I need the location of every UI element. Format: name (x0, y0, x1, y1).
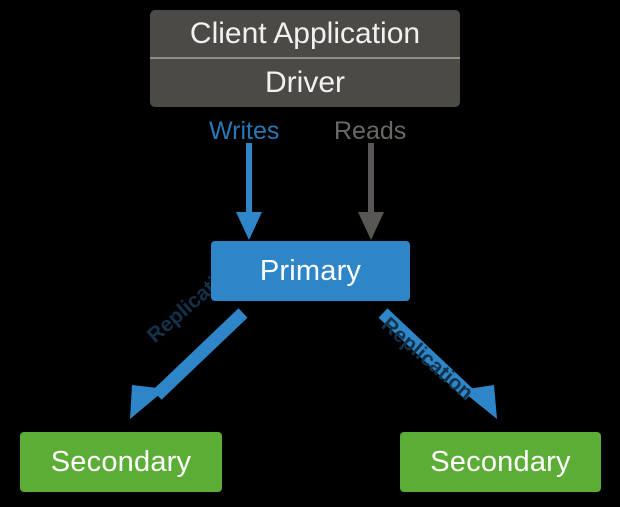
secondary-left-node[interactable]: Secondary (20, 432, 222, 492)
replication-right-label: Replication (376, 313, 478, 405)
driver-row[interactable]: Driver (265, 66, 345, 99)
client-application-row[interactable]: Client Application (189, 16, 421, 50)
writes-label: Writes (209, 117, 280, 145)
secondary-right-node[interactable]: Secondary (400, 432, 601, 492)
reads-arrow (358, 143, 384, 240)
primary-node[interactable]: Primary (211, 241, 410, 301)
client-stack-divider (150, 57, 460, 59)
writes-arrow (236, 143, 262, 240)
reads-label: Reads (334, 117, 407, 145)
client-application-stack[interactable]: Client Application Driver (150, 10, 460, 107)
